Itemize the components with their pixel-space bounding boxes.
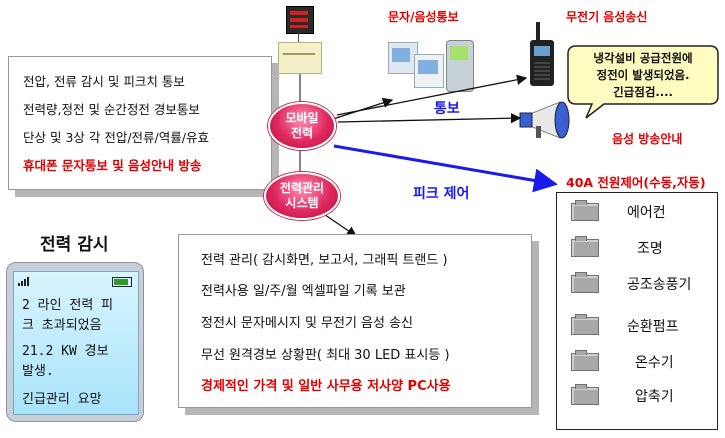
sms-voice-label: 문자/음성통보 (388, 10, 459, 24)
feature-item: 전압, 전류 감시 및 피크치 통보 (23, 74, 185, 89)
function-item: 전력 관리( 감시화면, 보고서, 그래픽 트랜드 ) (201, 253, 448, 268)
power-control-title: 40A 전원제어(수동,자동) (566, 175, 706, 190)
device-row-water-heater: 온수기 (567, 347, 717, 375)
feature-list-box: 전압, 전류 감시 및 피크치 통보 전력량,정전 및 순간정전 경보통보 단상… (8, 56, 272, 190)
radio-voice-label: 무전기 음성송신 (566, 10, 648, 24)
mobile-device-icon (278, 42, 322, 74)
lcd-line: 21.2 KW 경보 (22, 344, 109, 359)
bubble-line-3: 긴급점검.... (613, 85, 673, 99)
bubble-line-2: 정전이 발생되었음. (596, 68, 690, 82)
outlet-icon (571, 236, 599, 257)
mobile-power-node: 모바일 전력 (268, 102, 336, 150)
device-row-fan: 공조송풍기 (567, 269, 717, 297)
lcd-line: 크 초과되었음 (22, 318, 102, 333)
battery-icon (112, 277, 132, 287)
function-highlight: 경제적인 가격 및 일반 사무용 저사양 PC사용 (201, 379, 451, 394)
walkie-talkie-icon (530, 22, 556, 88)
device-connector-line (298, 33, 299, 42)
power-monitor-device: 2 라인 전력 피 크 초과되었음 21.2 KW 경보 발생. 긴급관리 요망 (6, 262, 144, 422)
feature-item: 단상 및 3상 각 전압/전류/역률/유효 (23, 130, 209, 145)
outlet-icon (571, 272, 599, 293)
system-function-box: 전력 관리( 감시화면, 보고서, 그래픽 트랜드 ) 전력사용 일/주/월 엑… (178, 234, 532, 408)
device-label: 에어컨 (627, 205, 666, 221)
power-monitor-title: 전력 감시 (40, 235, 109, 255)
lcd-line: 긴급관리 요망 (22, 392, 102, 407)
device-label: 압축기 (635, 389, 674, 405)
device-row-lighting: 조명 (567, 233, 717, 261)
broadcast-label: 음성 방송안내 (612, 132, 683, 146)
feature-highlight: 휴대폰 문자통보 및 음성안내 방송 (23, 158, 202, 173)
device-row-pump: 순환펌프 (567, 311, 717, 339)
outlet-icon (571, 384, 599, 405)
outlet-icon (571, 200, 599, 221)
power-management-node: 전력관리 시스템 (264, 172, 340, 220)
power-control-box: 에어컨 조명 공조송풍기 순환펌프 온수기 압축기 (556, 192, 718, 430)
lcd-line: 발생. (22, 364, 54, 379)
peak-control-label: 피크 제어 (413, 186, 470, 202)
lcd-line: 2 라인 전력 피 (22, 298, 114, 313)
outlet-icon (571, 314, 599, 335)
device-row-compressor: 압축기 (567, 381, 717, 409)
megaphone-icon (516, 100, 578, 140)
device-label: 순환펌프 (627, 319, 679, 335)
lcd-screen: 2 라인 전력 피 크 초과되었음 21.2 KW 경보 발생. 긴급관리 요망 (13, 271, 139, 415)
device-label: 공조송풍기 (627, 277, 692, 293)
feature-item: 전력량,정전 및 순간정전 경보통보 (23, 102, 200, 117)
outlet-icon (571, 350, 599, 371)
function-item: 무선 원격경보 상황판( 최대 30 LED 표시등 ) (201, 348, 450, 363)
function-item: 정전시 문자메시지 및 무전기 음성 송신 (201, 316, 414, 331)
bubble-line-1: 냉각설비 공급전원에 (593, 51, 693, 65)
phones-icon (388, 36, 478, 98)
speech-bubble: 냉각설비 공급전원에 정전이 발생되었음. 긴급점검.... (564, 44, 720, 119)
signal-icon (18, 276, 30, 286)
device-label: 조명 (637, 241, 663, 257)
power-meter-icon (286, 6, 314, 34)
device-label: 온수기 (635, 355, 674, 371)
notify-label: 통보 (434, 101, 460, 117)
device-row-aircon: 에어컨 (567, 197, 717, 225)
function-item: 전력사용 일/주/월 엑셀파일 기록 보관 (201, 284, 406, 299)
